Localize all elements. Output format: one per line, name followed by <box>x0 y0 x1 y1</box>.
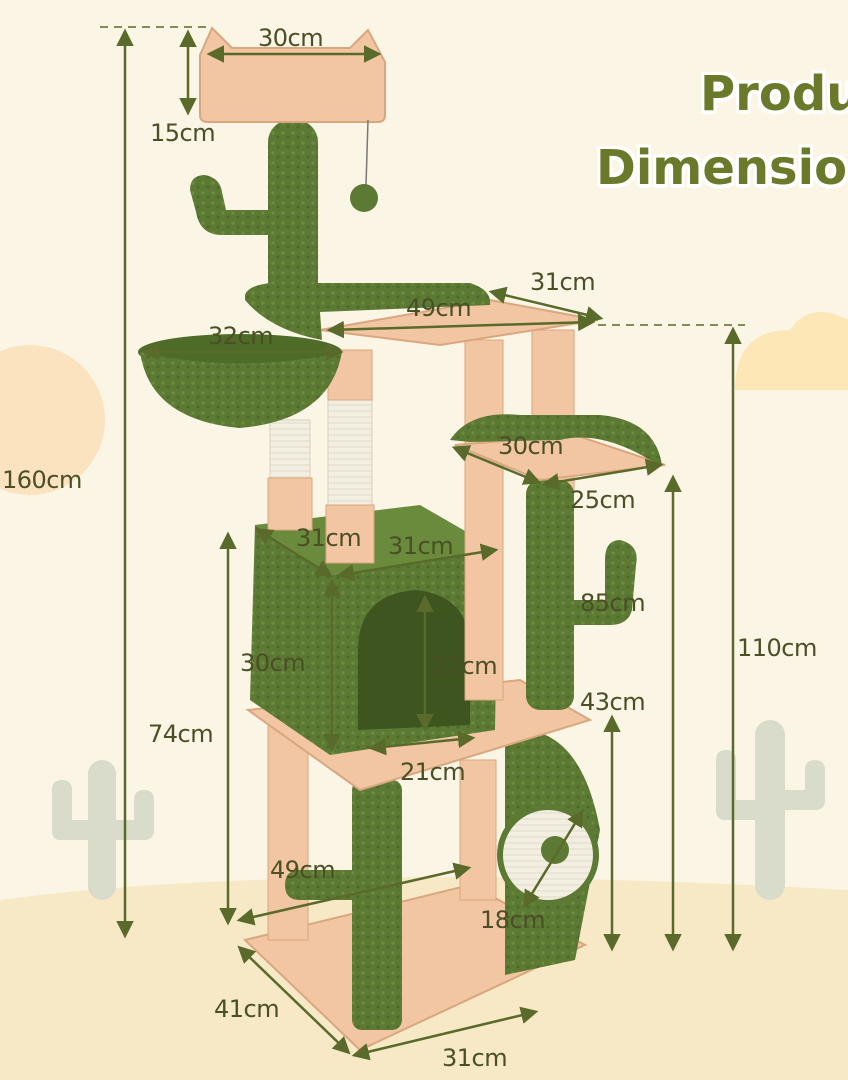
dim-arrow-platform-width <box>326 313 596 339</box>
dim-label-door-height: 22cm <box>432 652 498 680</box>
dim-label-base-depth: 41cm <box>214 995 280 1023</box>
condo-door <box>358 590 470 730</box>
cactus-arm <box>574 540 637 625</box>
dim-arrow-side-depth <box>541 458 664 491</box>
dim-arrow-base-length <box>236 862 472 926</box>
dim-arrow-side-width <box>451 445 542 485</box>
title-line-2: Dimensio <box>596 140 848 196</box>
cloud-shape <box>735 312 848 390</box>
dim-label-side-perch-width: 30cm <box>498 432 564 460</box>
cactus-post <box>352 780 402 1030</box>
sun-shape <box>0 345 105 495</box>
dim-label-upper-platform-depth: 31cm <box>530 268 596 296</box>
dim-arrow-door-width <box>368 730 476 756</box>
dim-label-scratch-height: 43cm <box>580 688 646 716</box>
dim-label-disc: 18cm <box>480 906 546 934</box>
dim-label-base-length: 49cm <box>270 856 336 884</box>
dim-arrow-base-width <box>351 1006 539 1061</box>
condo-box <box>250 525 330 755</box>
toy-string <box>365 119 369 186</box>
cactus-arm <box>190 175 268 235</box>
dim-label-condo-depth: 31cm <box>296 524 362 552</box>
dimension-lines <box>100 26 745 1061</box>
side-perch-rim <box>450 414 662 465</box>
post <box>459 759 497 901</box>
post <box>267 477 313 531</box>
dim-arrow-base-depth <box>237 945 351 1055</box>
dim-arrow-condo-depth <box>255 528 333 577</box>
dim-label-top-perch-width: 30cm <box>258 24 324 52</box>
hammock-basket <box>140 352 342 428</box>
dim-label-basket-width: 32cm <box>208 322 274 350</box>
dim-label-condo-height: 30cm <box>240 649 306 677</box>
dim-label-base-width: 31cm <box>442 1044 508 1072</box>
dim-label-level-height: 74cm <box>148 720 214 748</box>
dim-label-cactus-post-height: 85cm <box>580 589 646 617</box>
dim-label-door-width: 21cm <box>400 758 466 786</box>
cactus-post <box>526 480 574 710</box>
cactus-post <box>268 120 318 305</box>
dim-label-side-height: 110cm <box>737 634 817 662</box>
dim-label-upper-platform-width: 49cm <box>406 294 472 322</box>
background-cactus-icon <box>52 760 154 900</box>
title-line-1: Produ <box>700 66 848 122</box>
toy-ball <box>350 184 378 212</box>
dim-arrow-platform-depth <box>488 286 604 324</box>
dim-label-side-perch-depth: 25cm <box>570 486 636 514</box>
dim-label-condo-width: 31cm <box>388 532 454 560</box>
dim-label-top-perch-height: 15cm <box>150 119 216 147</box>
dim-label-total-height: 160cm <box>2 466 82 494</box>
dim-arrow-disc <box>523 809 584 908</box>
dim-arrow-condo-width <box>336 543 499 582</box>
post <box>464 339 504 701</box>
